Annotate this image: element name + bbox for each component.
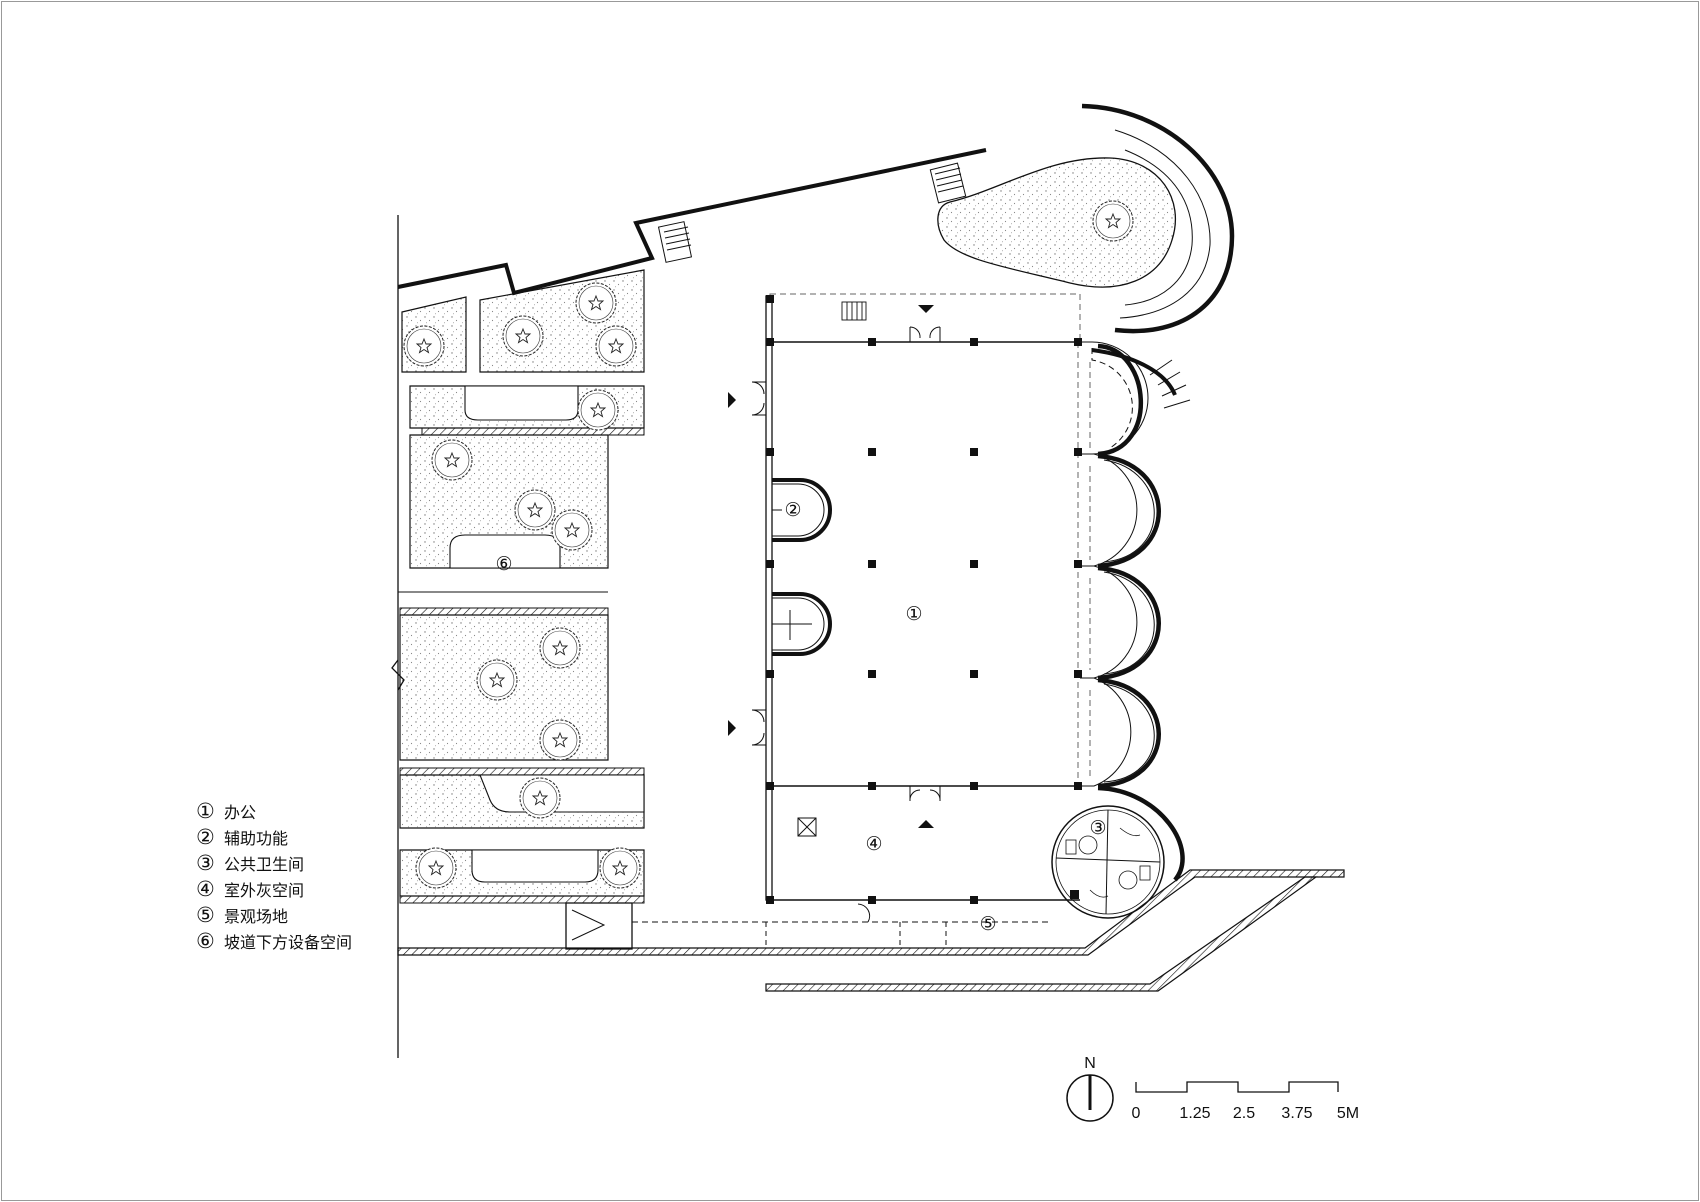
legend-item: ⑥ 坡道下方设备空间 [196, 928, 436, 954]
tag-office: ① [905, 603, 922, 625]
legend-number: ② [196, 824, 215, 849]
north-steps [657, 162, 967, 263]
legend-item: ① 办公 [196, 798, 436, 824]
legend: ① 办公 ② 辅助功能 ③ 公共卫生间 ④ 室外灰空间 ⑤ 景观场地 ⑥ 坡道下… [196, 798, 436, 954]
building [728, 293, 1081, 901]
south-wall-hatch [397, 869, 1345, 956]
tag-landscape: ⑤ [979, 913, 996, 935]
scale-tick: 5M [1337, 1105, 1359, 1122]
lobe-outer-wall [1081, 103, 1235, 334]
legend-item: ④ 室外灰空间 [196, 876, 436, 902]
legend-item: ⑤ 景观场地 [196, 902, 436, 928]
legend-number: ③ [196, 850, 215, 875]
tag-auxiliary: ② [784, 499, 801, 521]
legend-item: ② 辅助功能 [196, 824, 436, 850]
lobe-inner-arc-2 [1124, 149, 1193, 306]
scale-tick: 3.75 [1281, 1105, 1312, 1122]
legend-number: ④ [196, 876, 215, 901]
south-ramp [565, 902, 1085, 950]
scale-ticks: 0 1.25 2.5 3.75 5M [1132, 1105, 1360, 1122]
north-retaining-wall [397, 148, 987, 296]
legend-number: ⑥ [196, 928, 215, 953]
east-scallops [1080, 341, 1161, 789]
scale-tick: 0 [1132, 1105, 1141, 1122]
legend-label: 坡道下方设备空间 [224, 933, 353, 952]
south-wall-hatch-2 [765, 876, 1318, 992]
legend-label: 办公 [224, 803, 257, 822]
tag-grey-space: ④ [865, 833, 882, 855]
legend-item: ③ 公共卫生间 [196, 850, 436, 876]
scale-tick: 2.5 [1233, 1105, 1255, 1122]
north-label: N [1084, 1055, 1096, 1072]
scale-bar [1135, 1081, 1339, 1093]
legend-number: ⑤ [196, 902, 215, 927]
toilet-room [1051, 785, 1185, 919]
lobe-planter [937, 157, 1177, 288]
legend-label: 辅助功能 [224, 829, 289, 848]
toilet-column [1070, 890, 1079, 899]
columns [766, 295, 1082, 904]
ne-stair [1091, 348, 1191, 409]
legend-label: 室外灰空间 [224, 881, 305, 900]
scale-tick: 1.25 [1179, 1105, 1210, 1122]
legend-label: 公共卫生间 [224, 855, 305, 874]
tag-equipment: ⑥ [495, 553, 512, 575]
tag-toilet: ③ [1089, 817, 1106, 839]
legend-label: 景观场地 [224, 907, 289, 926]
north-arrow: N [1066, 1055, 1114, 1122]
legend-number: ① [196, 798, 215, 823]
lobe-inner-arc [1114, 129, 1211, 319]
